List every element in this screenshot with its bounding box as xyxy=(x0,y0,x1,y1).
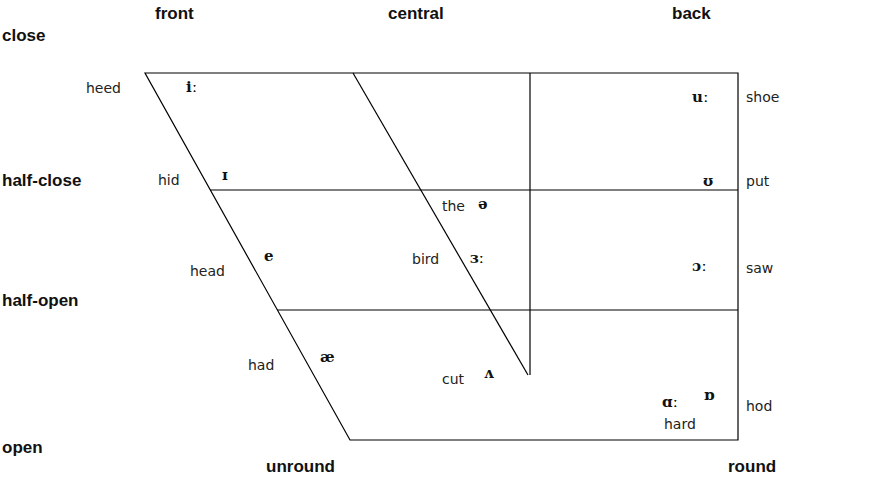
vowel-symbol: iː xyxy=(186,78,197,96)
vowel-symbol: ʌ xyxy=(484,364,494,382)
vowel-symbol: æ xyxy=(320,348,335,366)
row-heading: open xyxy=(2,438,43,458)
vowel-symbol: ɔː xyxy=(692,257,707,275)
row-heading: close xyxy=(2,26,45,46)
trapezium-outline xyxy=(145,73,738,440)
vowel-symbol: ʊ xyxy=(703,172,713,190)
front-central-divider xyxy=(353,73,528,375)
example-word: shoe xyxy=(746,89,779,106)
row-heading: half-open xyxy=(2,291,79,311)
example-word: head xyxy=(190,263,225,280)
central-back-divider xyxy=(529,73,530,375)
column-heading: central xyxy=(388,4,444,24)
vowel-symbol: e xyxy=(264,247,274,265)
vowel-symbol: ɪ xyxy=(222,166,228,184)
example-word: bird xyxy=(412,251,439,268)
lip-heading: unround xyxy=(266,457,335,477)
example-word: saw xyxy=(746,260,773,277)
example-word: hod xyxy=(746,398,772,415)
half-close-line xyxy=(210,189,738,190)
lip-heading: round xyxy=(728,457,776,477)
example-word: had xyxy=(248,357,274,374)
example-word: put xyxy=(746,173,769,190)
vowel-symbol: ɜː xyxy=(470,249,484,267)
example-word: hid xyxy=(158,172,180,189)
column-heading: front xyxy=(155,4,194,24)
example-word: hard xyxy=(664,416,696,433)
example-word: the xyxy=(442,198,465,215)
half-open-line xyxy=(277,309,738,310)
example-word: heed xyxy=(86,80,121,97)
vowel-symbol: uː xyxy=(692,88,708,106)
column-heading: back xyxy=(672,4,711,24)
vowel-symbol: ɒ xyxy=(704,386,715,404)
vowel-symbol: ɑː xyxy=(662,393,678,411)
row-heading: half-close xyxy=(2,171,81,191)
example-word: cut xyxy=(442,371,464,388)
vowel-symbol: ə xyxy=(478,195,488,213)
